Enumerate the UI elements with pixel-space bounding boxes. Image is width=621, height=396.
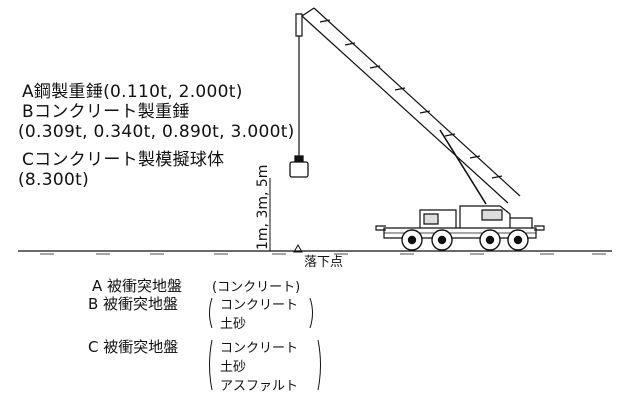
ground-b-label: B 被衝突地盤 — [88, 295, 179, 313]
crane-boom — [301, 7, 521, 204]
crane-wheels — [401, 229, 529, 251]
ground-c-item-1: コンクリート — [220, 341, 299, 356]
specimen-b-mass: (0.309t, 0.340t, 0.890t, 3.000t) — [18, 122, 295, 142]
ground-a-label: A 被衝突地盤 — [92, 277, 183, 295]
ground-a-item-1: (コンクリート) — [212, 280, 301, 295]
ground-c-item-3: アスファルト — [220, 379, 299, 394]
ground-c-item-2: 土砂 — [220, 360, 247, 375]
suspended-weight — [289, 155, 309, 178]
bracket-b — [209, 297, 313, 329]
specimen-b-label: Bコンクリート製重錘 — [22, 102, 190, 122]
boom-cylinder — [439, 129, 487, 205]
specimen-c-mass: (8.300t) — [18, 170, 89, 190]
ground-b-item-1: コンクリート — [220, 298, 299, 313]
impact-point-label: 落下点 — [304, 255, 344, 270]
impact-point-marker — [293, 243, 303, 253]
ground-c-label: C 被衝突地盤 — [88, 338, 179, 356]
ground-b-item-2: 土砂 — [220, 317, 247, 332]
specimen-c-label: Cコンクリート製模擬球体 — [22, 150, 225, 170]
hook-block — [295, 13, 303, 44]
bracket-c — [209, 339, 321, 391]
drop-height-label: 1m, 3m, 5m — [255, 164, 271, 250]
specimen-a-label: A鋼製重錘(0.110t, 2.000t) — [22, 82, 243, 102]
